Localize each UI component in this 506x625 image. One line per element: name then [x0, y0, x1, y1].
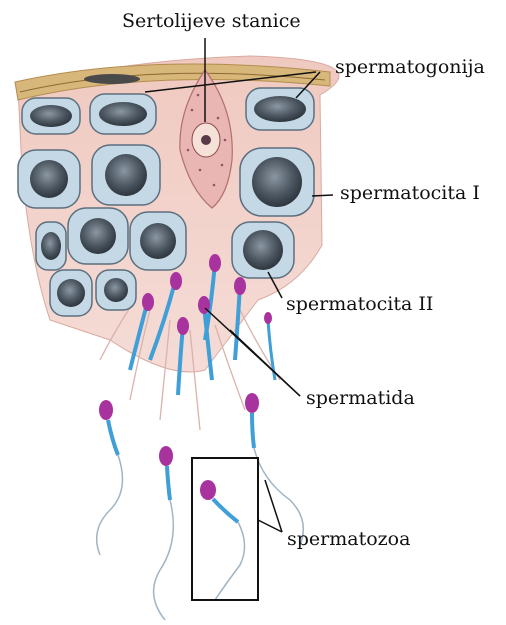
- spermatozoon-highlight-box: [192, 458, 258, 600]
- label-spermatid: spermatida: [306, 389, 415, 408]
- label-sertoli-cells: Sertolijeve stanice: [122, 12, 301, 31]
- label-spermatocyte-i: spermatocita I: [340, 184, 480, 203]
- label-spermatozoa: spermatozoa: [287, 530, 410, 549]
- label-spermatocyte-ii: spermatocita II: [286, 295, 433, 314]
- label-spermatogonia: spermatogonija: [335, 58, 485, 77]
- basement-nucleus: [84, 74, 140, 84]
